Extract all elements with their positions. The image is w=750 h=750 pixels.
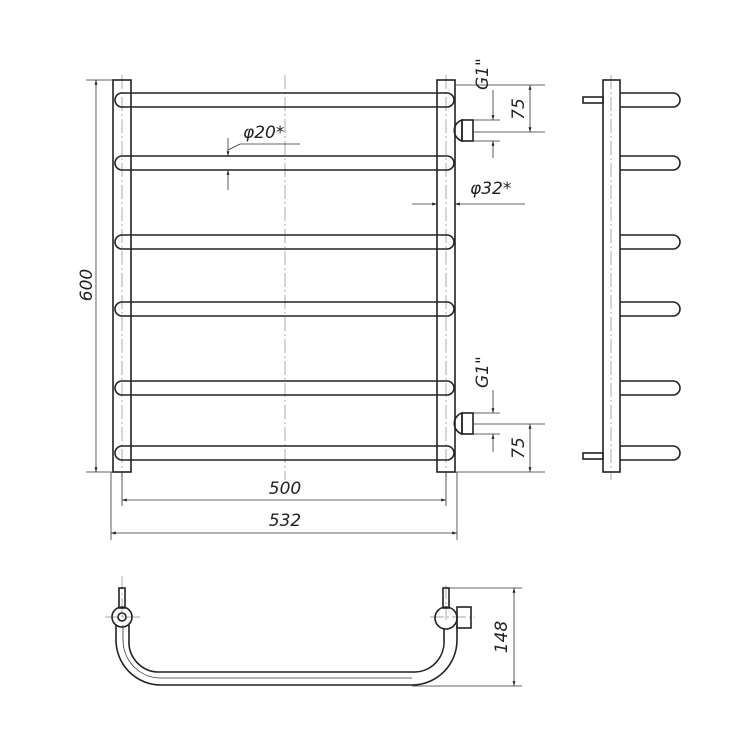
outer-width-dimension: 532 xyxy=(269,511,301,531)
depth-dimension: 148 xyxy=(492,621,512,654)
top-thread-label: G1" xyxy=(473,58,493,90)
bottom-offset-dimension: 75 xyxy=(509,437,529,459)
bottom-thread-label: G1" xyxy=(473,356,493,388)
top-offset-dimension: 75 xyxy=(509,98,529,120)
side-view xyxy=(582,75,681,480)
inner-width-dimension: 500 xyxy=(269,479,301,499)
height-dimension: 600 xyxy=(77,269,97,301)
rail-diameter-dimension: φ20* xyxy=(243,123,284,143)
rails xyxy=(114,92,455,461)
front-view: 600 500 532 φ20* φ32* G1" 75 G1" 75 xyxy=(77,58,545,540)
bottom-connector xyxy=(453,411,474,436)
top-connector xyxy=(453,118,474,143)
top-view: 148 xyxy=(105,576,522,687)
riser-diameter-dimension: φ32* xyxy=(470,179,511,199)
